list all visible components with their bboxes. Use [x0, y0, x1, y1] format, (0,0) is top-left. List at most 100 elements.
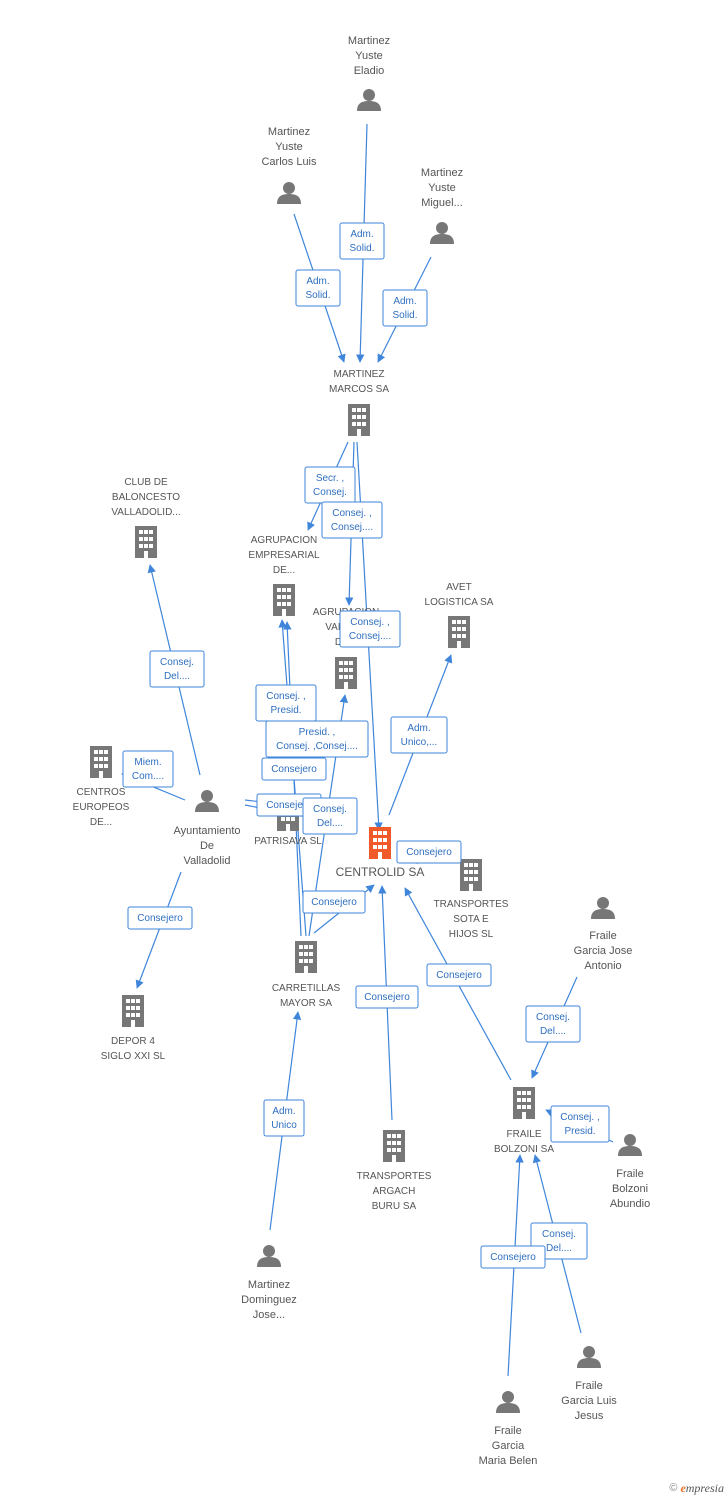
edge-label-text: Consejero	[137, 913, 183, 924]
node-label-text: HIJOS SL	[449, 929, 494, 940]
edge-label-fmaria-to-fbolzoni[interactable]: Consejero	[480, 1245, 546, 1269]
node-label-text: BURU SA	[372, 1201, 417, 1212]
edge-label-box	[122, 750, 174, 788]
edge-label-sota-to-centrolid[interactable]: Consejero	[396, 840, 462, 864]
brand-logo[interactable]: empresia	[680, 1480, 724, 1495]
node-label-text: AGRUPACION	[251, 535, 318, 546]
edge-label-text: Consej.	[160, 657, 194, 668]
edge-label-ayto-to-club[interactable]: Consej.Del....	[149, 650, 205, 688]
node-centros[interactable]: CENTROSEUROPEOSDE...	[73, 746, 130, 828]
edge-labels-layer: Adm. Solid. Adm. Solid. Adm. Solid. Secr. ,Con…	[122, 222, 610, 1269]
edge-label-box	[480, 1245, 546, 1269]
edge-label-argach-to-centrolid[interactable]: Consejero	[355, 985, 419, 1009]
edge-label-eladio-to-marcos[interactable]: Adm.Solid.	[339, 222, 385, 260]
node-label-text: MARCOS SA	[329, 384, 389, 395]
node-label-text: Garcia	[492, 1440, 525, 1452]
node-label-text: Garcia Luis	[561, 1395, 617, 1407]
node-label-text: Carlos Luis	[261, 156, 317, 168]
edge-label-ayto-to-depor[interactable]: Consejero	[127, 906, 193, 930]
edge-label-text: Unico	[271, 1120, 297, 1131]
edge-label-fbolzoni-to-centrolid[interactable]: Consejero	[426, 963, 492, 987]
edge-label-text: Solid.	[349, 243, 374, 254]
person-icon	[195, 790, 219, 812]
node-agrup1[interactable]: AGRUPACIONEMPRESARIALDE...	[248, 535, 320, 616]
edge-label-text: Adm.	[393, 296, 416, 307]
edge-label-carretillas-to-centrolid[interactable]: Consejero	[302, 890, 366, 914]
edge-label-text: Consej. ,	[332, 508, 371, 519]
edge-label-text: Adm.	[272, 1106, 295, 1117]
node-label-text: BALONCESTO	[112, 492, 180, 503]
edge-label-box	[550, 1105, 610, 1143]
edge-label-marcos-to-agrup1[interactable]: Secr. ,Consej.	[304, 466, 356, 504]
node-label-text: Antonio	[584, 960, 621, 972]
node-carretillas[interactable]: CARRETILLAS MAYOR SA	[272, 941, 341, 1009]
edge-label-text: Del....	[540, 1026, 566, 1037]
edge-label-centrolid-to-avet[interactable]: Adm.Unico,...	[390, 716, 448, 754]
edge-label-box	[321, 501, 383, 539]
node-label-text: Yuste	[428, 182, 456, 194]
node-label-text: CENTROLID SA	[336, 865, 425, 879]
edge-label-fjose-to-fbolzoni[interactable]: Consej.Del....	[525, 1005, 581, 1043]
edge-label-carlos-to-marcos[interactable]: Adm.Solid.	[295, 269, 341, 307]
edge-label-box	[382, 289, 428, 327]
edge-label-box	[525, 1005, 581, 1043]
node-label-text: EUROPEOS	[73, 802, 130, 813]
node-label-text: SOTA E	[453, 914, 489, 925]
node-label-text: Valladolid	[184, 855, 231, 867]
edge-label-text: Solid.	[392, 310, 417, 321]
edge-label-text: Solid.	[305, 290, 330, 301]
node-centrolid[interactable]: CENTROLID SA	[336, 827, 425, 879]
building-icon	[448, 616, 470, 648]
node-mdjose[interactable]: MartinezDominguezJose...	[241, 1245, 297, 1321]
edge-label-box	[265, 720, 369, 758]
node-label-text: SIGLO XXI SL	[101, 1051, 166, 1062]
building-icon	[273, 584, 295, 616]
edge-label-carretillas-to-agrup2[interactable]: Presid. ,Consej. ,Consej....	[265, 720, 369, 758]
edge-label-fabundio-to-fbolzoni[interactable]: Consej. ,Presid.	[550, 1105, 610, 1143]
edge-label-miguel-to-marcos[interactable]: Adm. Solid.	[382, 289, 428, 327]
edge-label-box	[390, 716, 448, 754]
person-icon	[357, 89, 381, 111]
building-icon	[335, 657, 357, 689]
edge-label-carretillas-to-agrup1[interactable]: Consejero	[261, 757, 327, 781]
node-label-text: MAYOR SA	[280, 998, 332, 1009]
edge-label-box	[127, 906, 193, 930]
edge-label-marcos-to-agrup2[interactable]: Consej. ,Consej....	[321, 501, 383, 539]
edge-label-mdjose-to-carretillas[interactable]: Adm. Unico	[263, 1099, 305, 1137]
node-label-text: TRANSPORTES	[357, 1171, 432, 1182]
node-miguel[interactable]: MartinezYusteMiguel...	[421, 167, 463, 244]
edge-label-marcos-to-centrolid[interactable]: Consej. ,Consej....	[339, 610, 401, 648]
node-label-text: CARRETILLAS	[272, 983, 341, 994]
edge-label-text: Consej. ,	[560, 1112, 599, 1123]
building-icon	[348, 404, 370, 436]
edge-label-ayto-to-centros[interactable]: Miem.Com....	[122, 750, 174, 788]
edge-label-carretillas-to-agrup1[interactable]: Consej. ,Presid.	[255, 684, 317, 722]
node-patrisava[interactable]: PATRISAVA SL	[254, 799, 322, 847]
edge-label-text: Adm.	[407, 723, 430, 734]
building-icon	[513, 1087, 535, 1119]
node-label-text: AVET	[446, 582, 471, 593]
edge-label-text: Consejero	[436, 970, 482, 981]
edge-label-ayto-to-centrolid[interactable]: Consej.Del....	[302, 797, 358, 835]
person-icon	[496, 1391, 520, 1413]
node-label-text: Fraile	[575, 1380, 603, 1392]
edge-label-text: Consejero	[311, 897, 357, 908]
node-club[interactable]: CLUB DEBALONCESTOVALLADOLID...	[111, 477, 181, 558]
node-label-text: Garcia Jose	[574, 945, 633, 957]
edge-label-text: Consej.	[542, 1229, 576, 1240]
